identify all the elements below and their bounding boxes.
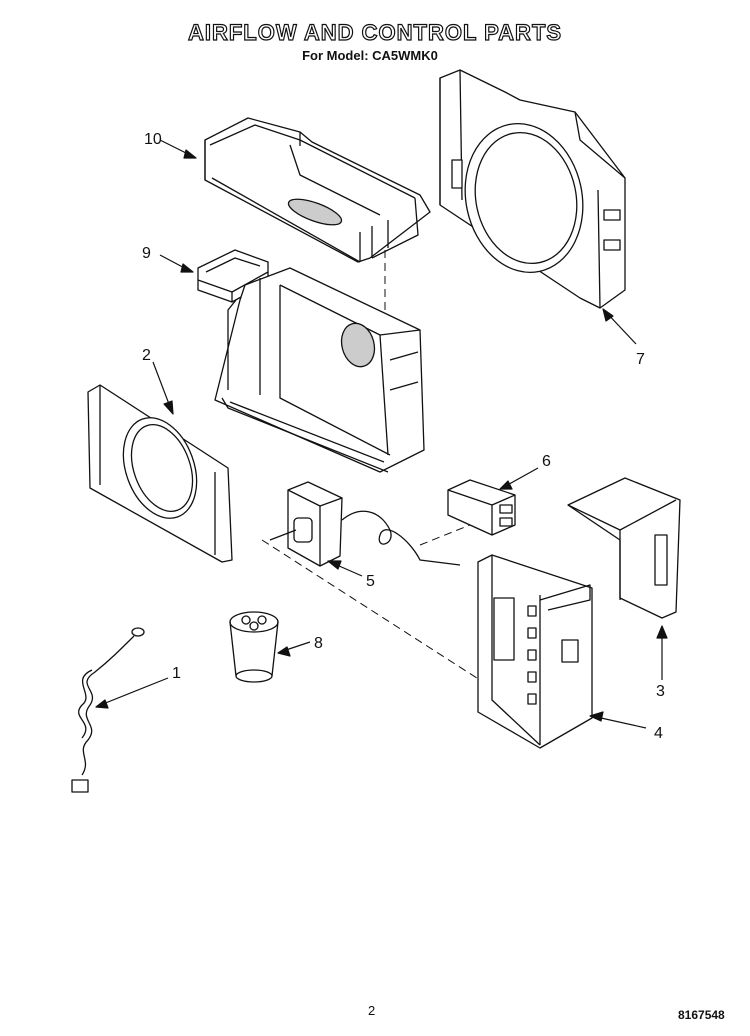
part-5-thermostat	[269, 481, 461, 567]
assembly-dashed-lines	[261, 250, 481, 681]
page-title: AIRFLOW AND CONTROL PARTS	[187, 19, 563, 45]
callout-1: 1	[172, 665, 181, 682]
center-shroud	[214, 267, 425, 473]
callout-9: 9	[142, 245, 151, 262]
part-6-switch	[447, 479, 516, 536]
callout-3: 3	[656, 683, 665, 700]
callout-5: 5	[366, 573, 375, 590]
callout-10: 10	[144, 131, 162, 148]
callout-4: 4	[654, 725, 663, 742]
part-1-power-cord	[71, 627, 145, 793]
part-10-air-duct	[204, 117, 431, 263]
part-9-bracket	[197, 249, 269, 303]
page-number: 2	[368, 1003, 376, 1018]
part-7-fan-shroud	[439, 69, 626, 309]
model-subtitle: For Model: CA5WMK0	[302, 48, 438, 63]
part-8-capacitor	[229, 611, 279, 683]
callout-6: 6	[542, 453, 551, 470]
callout-7: 7	[636, 351, 645, 368]
part-4-control-bracket	[477, 554, 593, 749]
part-2-front-panel	[87, 384, 233, 563]
callout-8: 8	[314, 635, 323, 652]
callout-labels: 10 9 2 7 6 5 8 1 3 4	[142, 131, 665, 742]
callout-2: 2	[142, 347, 151, 364]
leader-arrows	[95, 139, 668, 729]
document-code: 8167548	[678, 1008, 725, 1022]
part-3-control-cover	[567, 477, 681, 619]
